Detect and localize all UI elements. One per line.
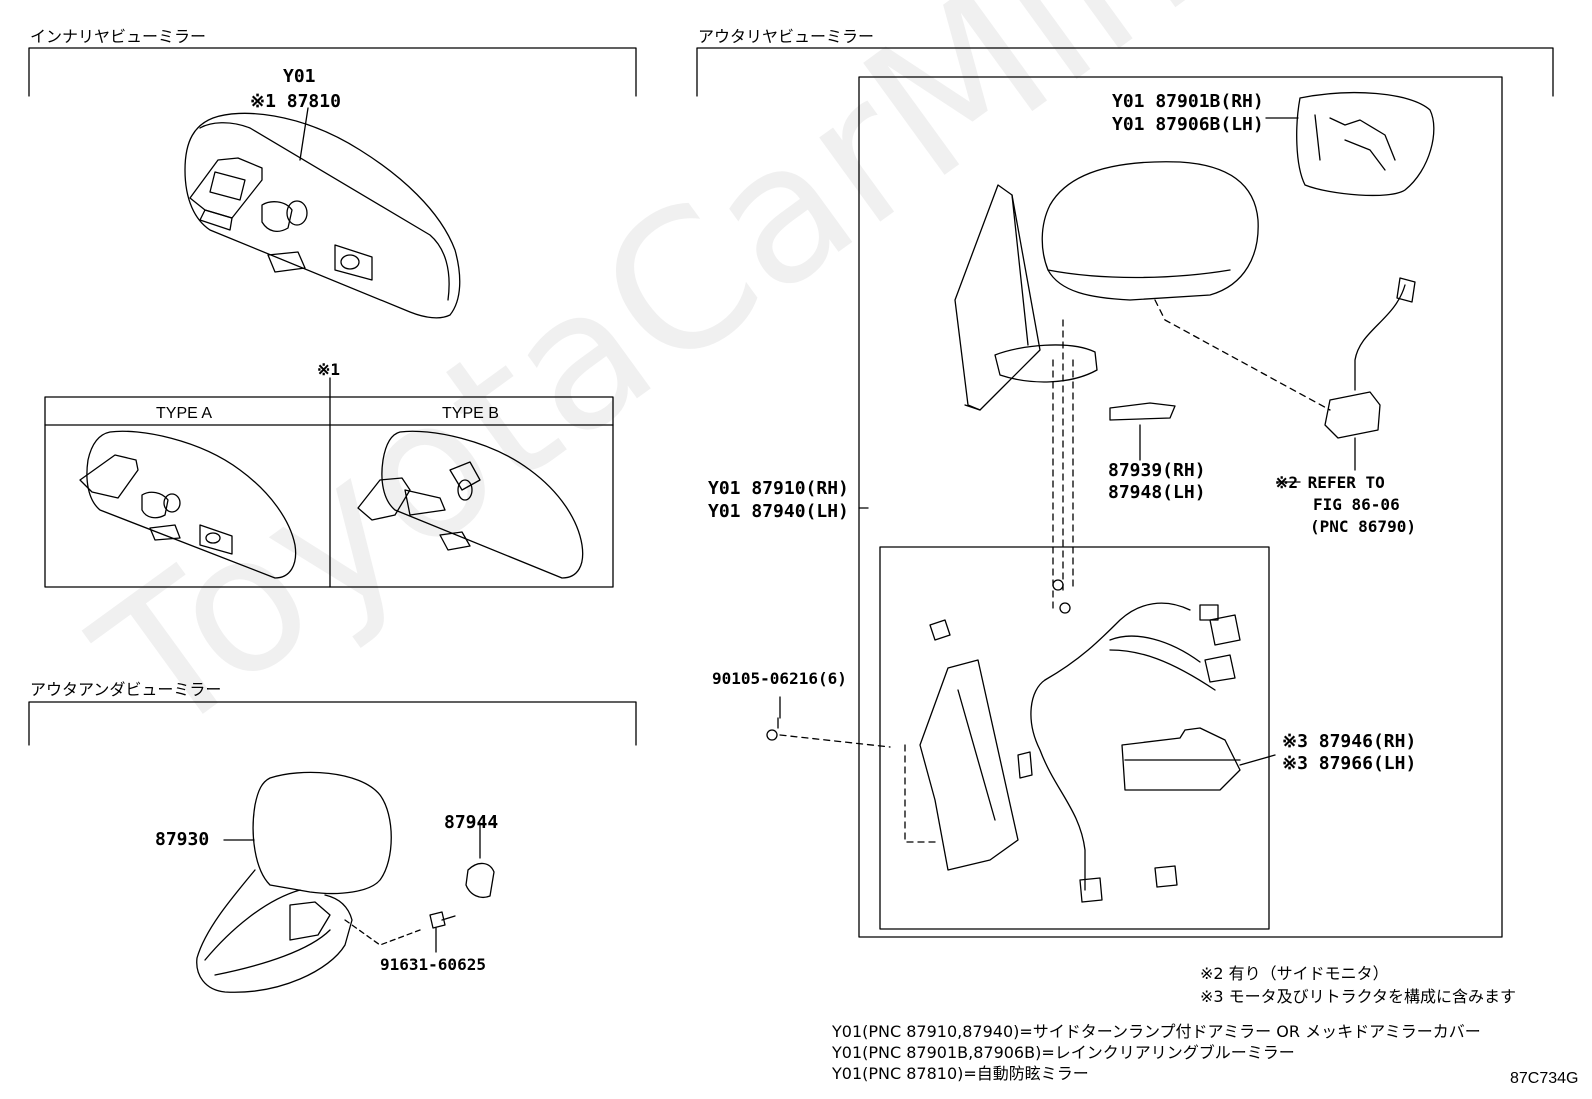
mirror-body-rh: Y01 87910(RH) xyxy=(708,478,849,499)
type-a-mirror-drawing xyxy=(79,430,297,579)
note-3: ※3 モータ及びリトラクタを構成に含みます xyxy=(1200,987,1517,1006)
mirror-base-drawing xyxy=(954,184,1098,411)
note-2: ※2 有り（サイドモニタ） xyxy=(1200,964,1389,983)
inner-mirror-section-title: インナリヤビューミラー xyxy=(30,27,207,46)
outer-mirror-main-box xyxy=(858,76,1503,938)
type-callout: ※1 xyxy=(317,360,341,379)
inner-mirror-y01: Y01 xyxy=(283,66,316,87)
screw-part-number: 90105-06216(6) xyxy=(712,669,847,688)
under-mirror-section-title: アウタアンダビューミラー xyxy=(30,680,222,699)
refer-to-line-1: ※2 REFER TO xyxy=(1275,473,1385,492)
refer-to-line-3: (PNC 86790) xyxy=(1310,517,1416,536)
retractor-sub-box xyxy=(879,546,1270,930)
mirror-cover-drawing xyxy=(1041,161,1259,301)
figure-code: 87C734G xyxy=(1510,1070,1579,1087)
outer-mirror-section-title: アウタリヤビューミラー xyxy=(698,27,875,46)
refer-to-line-2: FIG 86-06 xyxy=(1313,495,1400,514)
under-mirror-part-87930: 87930 xyxy=(155,829,210,850)
turn-lamp-lh: 87948(LH) xyxy=(1108,482,1206,503)
retractor-rh: ※3 87946(RH) xyxy=(1282,731,1417,752)
outer-section-bracket xyxy=(696,47,1554,97)
type-b-label: TYPE B xyxy=(442,405,499,422)
under-mirror-drawing xyxy=(196,771,495,993)
camera-harness-drawing xyxy=(1277,277,1416,483)
y01-note-1: Y01(PNC 87910,87940)=サイドターンランプ付ドアミラー OR … xyxy=(832,1022,1481,1041)
type-a-label: TYPE A xyxy=(156,405,213,422)
turn-lamp-rh: 87939(RH) xyxy=(1108,460,1206,481)
mirror-glass-drawing xyxy=(1265,92,1435,197)
retractor-lh: ※3 87966(LH) xyxy=(1282,753,1417,774)
mirror-glass-lh: Y01 87906B(LH) xyxy=(1112,114,1264,135)
under-section-bracket xyxy=(28,701,637,746)
inner-mirror-drawing xyxy=(184,107,461,319)
inner-section-bracket xyxy=(28,47,637,97)
type-b-mirror-drawing xyxy=(357,430,584,579)
mirror-glass-rh: Y01 87901B(RH) xyxy=(1112,91,1264,112)
under-mirror-bolt: 91631-60625 xyxy=(380,955,486,974)
turn-lamp-drawing xyxy=(1109,402,1176,461)
mirror-body-lh: Y01 87940(LH) xyxy=(708,501,849,522)
inner-mirror-part-number: ※1 87810 xyxy=(250,91,341,112)
type-table xyxy=(44,377,614,588)
retractor-contents-drawing xyxy=(904,602,1241,903)
y01-note-2: Y01(PNC 87901B,87906B)=レインクリアリングブルーミラー xyxy=(832,1043,1295,1062)
y01-note-3: Y01(PNC 87810)=自動防眩ミラー xyxy=(832,1064,1089,1083)
under-mirror-part-87944: 87944 xyxy=(444,812,499,833)
screw-drawings xyxy=(766,579,1071,741)
